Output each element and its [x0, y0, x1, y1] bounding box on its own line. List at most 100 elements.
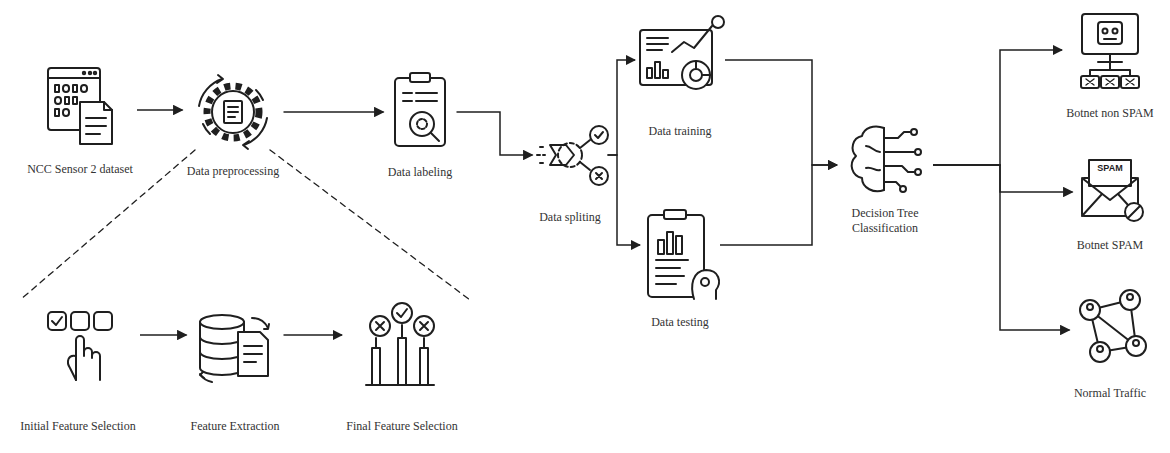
envelope-icon-part: [1128, 206, 1140, 218]
split-icon-part: [540, 146, 546, 148]
split-icon-part: [580, 162, 590, 170]
dataset-icon-part: [80, 102, 112, 144]
split-icon-part: [596, 173, 602, 179]
selection-icon-part: [48, 312, 66, 330]
training-icon-part: [663, 70, 668, 78]
final-selection-icon-part: [370, 316, 390, 336]
envelope-icon-part: [1082, 178, 1138, 200]
process-node: NCC Sensor 2 dataset: [23, 62, 137, 177]
final-selection-icon-part: [397, 309, 407, 317]
training-icon: [640, 16, 724, 89]
gear-icon: [199, 75, 267, 149]
brain-icon-part: [884, 151, 914, 153]
database-icon-part: [244, 345, 262, 347]
botnet-icon-part: [1086, 79, 1134, 85]
network-icon-part: [1133, 340, 1139, 346]
clipboard-icon-part: [403, 100, 412, 102]
node-label: Data labeling: [384, 165, 457, 180]
database-icon-part: [252, 318, 268, 328]
gear-icon-part: [243, 141, 249, 149]
final-selection-icon-part: [420, 338, 428, 385]
training-icon-part: [647, 49, 662, 51]
database-icon-part: [244, 353, 262, 355]
split-icon-part: [537, 154, 545, 156]
network-icon-part: [1090, 342, 1110, 362]
brain-icon-part: [884, 132, 910, 138]
network-icon-part: [1120, 290, 1140, 310]
gear-icon-part: [228, 116, 235, 118]
node-label: Feature Extraction: [187, 419, 284, 434]
clipboard-icon-part: [395, 78, 445, 146]
node-label: Data training: [635, 124, 725, 139]
network-icon-part: [1126, 336, 1146, 356]
database-icon-part: [238, 332, 268, 376]
clipboard-icon-part: [410, 73, 430, 82]
node-label: Data testing: [640, 315, 720, 330]
dataset-icon-part: [55, 85, 59, 92]
envelope-icon-part: [1089, 160, 1131, 186]
flow-arrow: [284, 334, 343, 336]
dataset-icon-part: [86, 117, 106, 119]
final-selection-icon-part: [392, 303, 412, 323]
brain-icon-part: [866, 168, 880, 171]
clipboard-icon-part: [416, 92, 437, 94]
dataset-icon-part: [86, 133, 100, 135]
gear-icon-part: [256, 90, 263, 100]
dataset-icon-part: [83, 72, 85, 74]
testing-icon-part: [692, 270, 719, 299]
node-label: Normal Traffic: [1070, 386, 1151, 401]
gear-icon-part: [217, 75, 223, 83]
dataset-icon-part: [81, 85, 87, 92]
process-node: Data spliting: [533, 128, 608, 225]
network-icon: [1080, 290, 1146, 362]
brain-icon: [852, 126, 921, 192]
testing-icon-part: [667, 232, 673, 254]
split-icon-part: [580, 140, 590, 148]
final-selection-icon-part: [420, 322, 428, 330]
brain-icon-part: [884, 166, 914, 172]
testing-icon-part: [701, 278, 709, 286]
clipboard-icon: [395, 73, 445, 146]
flow-arrow: [933, 165, 1070, 330]
dataset-icon-part: [63, 109, 69, 116]
final-selection-icon-part: [376, 322, 384, 330]
brain-icon-part: [915, 149, 921, 155]
flow-arrow: [720, 165, 837, 245]
split-icon-part: [590, 126, 608, 144]
database-icon-part: [264, 324, 269, 329]
training-icon-part: [682, 61, 710, 89]
network-icon-part: [1080, 300, 1100, 320]
network-icon-part: [1097, 346, 1103, 352]
training-icon-part: [690, 69, 702, 81]
testing-icon: [648, 210, 719, 299]
flow-arrow: [284, 111, 384, 113]
botnet-icon-part: [1109, 54, 1111, 62]
clipboard-icon-part: [416, 100, 437, 102]
gear-icon-part: [228, 111, 238, 113]
selection-icon-part: [52, 317, 62, 325]
network-icon-part: [1087, 304, 1093, 310]
node-label: Initial Feature Selection: [16, 419, 140, 434]
flow-arrow: [137, 109, 183, 111]
botnet-icon-part: [1109, 62, 1111, 70]
final-selection-icon: [366, 303, 434, 385]
split-icon-part: [595, 132, 603, 138]
flow-arrow: [608, 60, 636, 155]
dashed-bracket-part: [20, 150, 195, 300]
envelope-icon-part: [1125, 203, 1143, 221]
dataset-icon: [48, 68, 112, 144]
testing-icon-part: [656, 267, 680, 269]
final-selection-icon-part: [366, 384, 434, 386]
botnet-icon-part: [1104, 38, 1116, 40]
gear-icon-part: [212, 91, 254, 133]
testing-icon-part: [656, 283, 676, 285]
database-icon-part: [200, 315, 244, 329]
botnet-icon-part: [1098, 22, 1122, 44]
clipboard-icon-part: [431, 133, 439, 141]
training-icon-part: [647, 37, 668, 39]
training-icon-part: [696, 61, 710, 75]
selection-icon-part: [71, 312, 89, 330]
node-label: Decision Tree Classification: [837, 206, 933, 236]
